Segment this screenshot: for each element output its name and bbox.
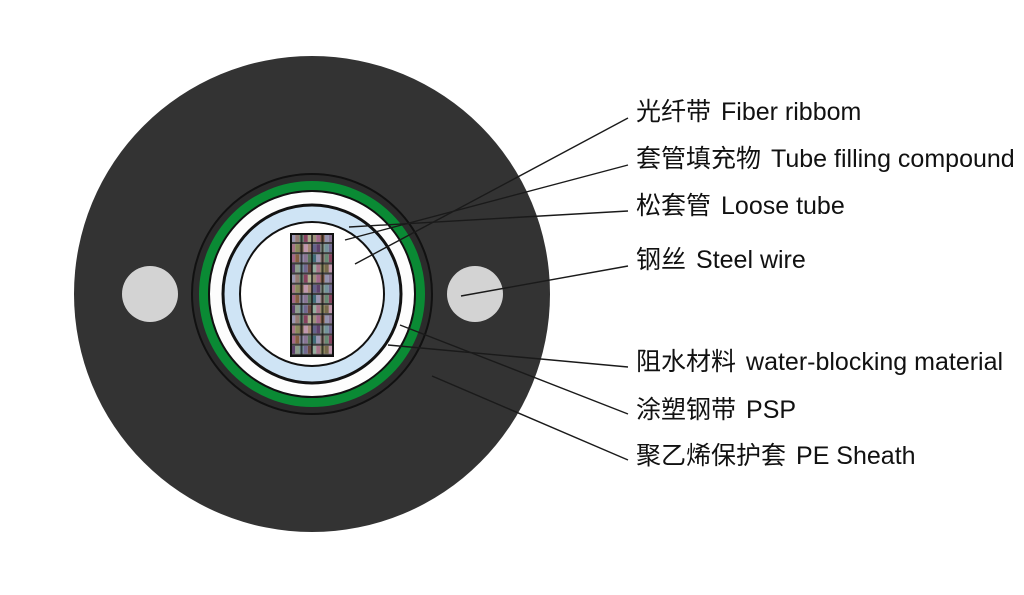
label-tube-filling-en: Tube filling compound	[771, 145, 1015, 173]
leader-lines	[344, 117, 629, 461]
label-fiber-ribbom-en: Fiber ribbom	[721, 98, 862, 126]
label-loose-tube[interactable]: 松套管 Loose tube	[636, 191, 845, 221]
label-psp-cn: 涂塑钢带	[636, 395, 737, 424]
label-steel-wire[interactable]: 钢丝 Steel wire	[636, 245, 806, 275]
label-pe-sheath[interactable]: 聚乙烯保护套 PE Sheath	[636, 441, 916, 471]
label-tube-filling-cn: 套管填充物	[636, 144, 762, 173]
leader-tube-filling	[344, 164, 629, 241]
label-pe-sheath-en: PE Sheath	[796, 442, 916, 470]
label-steel-wire-en: Steel wire	[696, 246, 806, 274]
leader-fiber-ribbom	[354, 117, 629, 265]
steel-wires	[122, 266, 503, 322]
label-psp-en: PSP	[746, 396, 797, 424]
steel-wire-left	[122, 266, 178, 322]
ribbon-outline	[290, 233, 334, 357]
leader-psp	[399, 324, 629, 415]
label-fiber-ribbom[interactable]: 光纤带 Fiber ribbom	[636, 97, 862, 127]
leader-loose-tube	[348, 210, 629, 228]
label-loose-tube-en: Loose tube	[721, 192, 845, 220]
label-water-blocking[interactable]: 阻水材料 water-blocking material	[636, 347, 1004, 377]
label-water-blocking-cn: 阻水材料	[636, 347, 737, 376]
label-psp[interactable]: 涂塑钢带 PSP	[636, 395, 797, 425]
label-pe-sheath-cn: 聚乙烯保护套	[636, 441, 787, 470]
leader-water-blocking	[387, 344, 629, 368]
label-water-blocking-en: water-blocking material	[746, 348, 1004, 376]
label-tube-filling[interactable]: 套管填充物 Tube filling compound	[636, 144, 1015, 174]
leader-steel-wire	[460, 265, 629, 297]
fiber-ribbon	[290, 233, 334, 357]
label-fiber-ribbom-cn: 光纤带	[636, 97, 712, 126]
label-steel-wire-cn: 钢丝	[636, 245, 687, 274]
leader-pe-sheath	[431, 375, 629, 461]
label-loose-tube-cn: 松套管	[636, 191, 712, 220]
ribbon-strands	[291, 234, 333, 356]
